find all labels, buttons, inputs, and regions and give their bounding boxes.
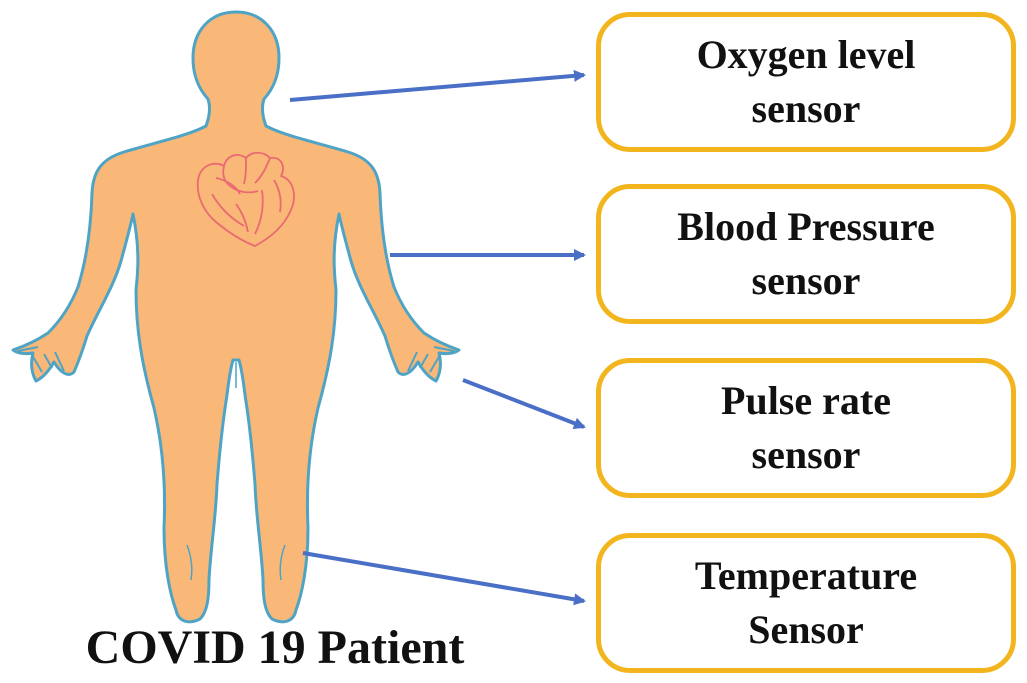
arrow-to-temperature-sensor [303,553,584,601]
patient-caption: COVID 19 Patient [45,618,505,678]
blood-pressure-sensor-box: Blood Pressure sensor [596,184,1016,324]
arrow-to-pulse-rate-sensor [463,380,584,427]
arrow-to-oxygen-sensor [290,75,584,100]
oxygen-level-sensor-box: Oxygen level sensor [596,12,1016,152]
pulse-rate-sensor-label: Pulse rate sensor [721,374,891,482]
human-body-figure [13,12,459,622]
body-silhouette [13,12,459,622]
blood-pressure-sensor-label: Blood Pressure sensor [677,200,934,308]
temperature-sensor-box: Temperature Sensor [596,533,1016,673]
pulse-rate-sensor-box: Pulse rate sensor [596,358,1016,498]
oxygen-level-sensor-label: Oxygen level sensor [697,28,916,136]
temperature-sensor-label: Temperature Sensor [695,549,917,657]
